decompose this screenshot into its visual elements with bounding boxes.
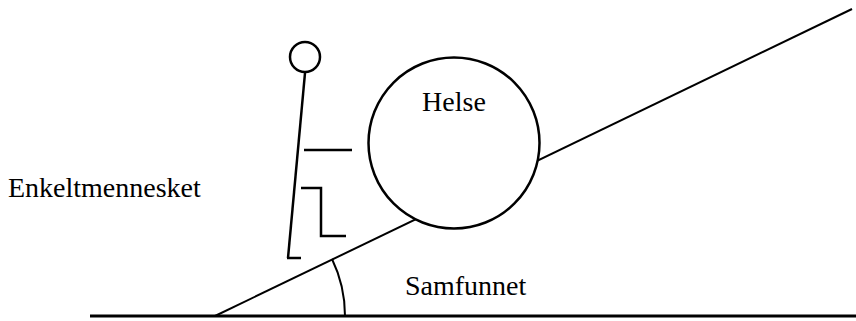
- circle-outline: [367, 56, 541, 230]
- slope-line: [215, 9, 852, 316]
- ground-line: [90, 315, 856, 318]
- helse-circle: Helse: [367, 56, 541, 230]
- node-text: Helse: [367, 86, 541, 118]
- stick-figure: [287, 42, 352, 258]
- angle-arc: [332, 259, 345, 316]
- society-label: Samfunnet: [405, 270, 526, 302]
- individual-label: Enkeltmennesket: [8, 172, 201, 204]
